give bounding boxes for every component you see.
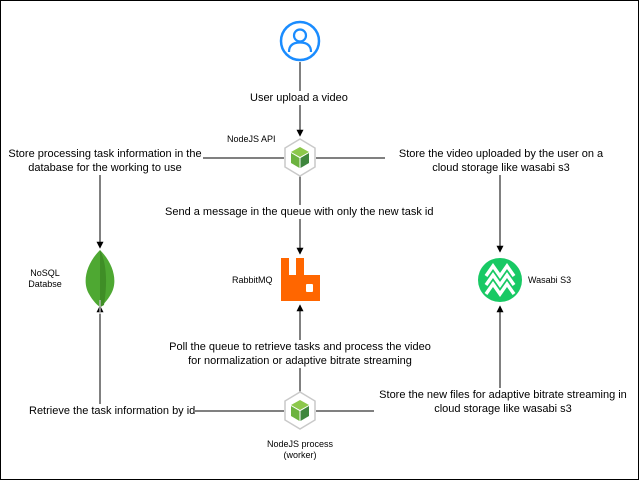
user-upload-label: User upload a video <box>250 91 348 105</box>
poll-queue-line-1: Poll the queue to retrieve tasks and pro… <box>169 341 431 353</box>
wasabi-icon <box>478 258 522 302</box>
store-new-files-line-2: cloud storage like wasabi s3 <box>434 403 572 415</box>
send-message-label: Send a message in the queue with only th… <box>165 205 434 219</box>
rabbitmq-label: RabbitMQ <box>232 275 273 285</box>
store-task-info-line-1: Store processing task information in the <box>8 148 202 160</box>
poll-queue-line-2: for normalization or adaptive bitrate st… <box>188 355 412 367</box>
store-new-files-line-1: Store the new files for adaptive bitrate… <box>379 389 627 401</box>
wasabi-label: Wasabi S3 <box>528 275 572 285</box>
nodejs-api-label: NodeJS API <box>227 134 276 144</box>
rabbitmq-icon <box>281 258 320 301</box>
store-video-label: Store the video uploaded by the user on … <box>385 147 617 175</box>
store-task-info-line-2: database for the working to use <box>28 162 182 174</box>
nodejs-worker-line-1: NodeJS process <box>266 439 334 449</box>
nosql-label: NoSQL Databse <box>22 268 68 290</box>
user-icon <box>279 20 321 62</box>
poll-queue-label: Poll the queue to retrieve tasks and pro… <box>158 340 442 368</box>
store-new-files-label: Store the new files for adaptive bitrate… <box>374 388 632 416</box>
retrieve-task-label: Retrieve the task information by id <box>29 404 196 418</box>
nosql-line-2: Databse <box>28 279 62 289</box>
store-video-line-2: cloud storage like wasabi s3 <box>432 162 570 174</box>
store-video-line-1: Store the video uploaded by the user on … <box>398 148 604 160</box>
nosql-line-1: NoSQL <box>30 268 60 278</box>
store-task-info-label: Store processing task information in the… <box>7 147 203 175</box>
nodejs-worker-label: NodeJS process (worker) <box>256 439 344 461</box>
mongodb-leaf-icon <box>85 250 115 314</box>
nodejs-worker-line-2: (worker) <box>283 450 317 460</box>
nodejs-api-icon <box>284 138 316 177</box>
nodejs-worker-icon <box>284 391 316 430</box>
